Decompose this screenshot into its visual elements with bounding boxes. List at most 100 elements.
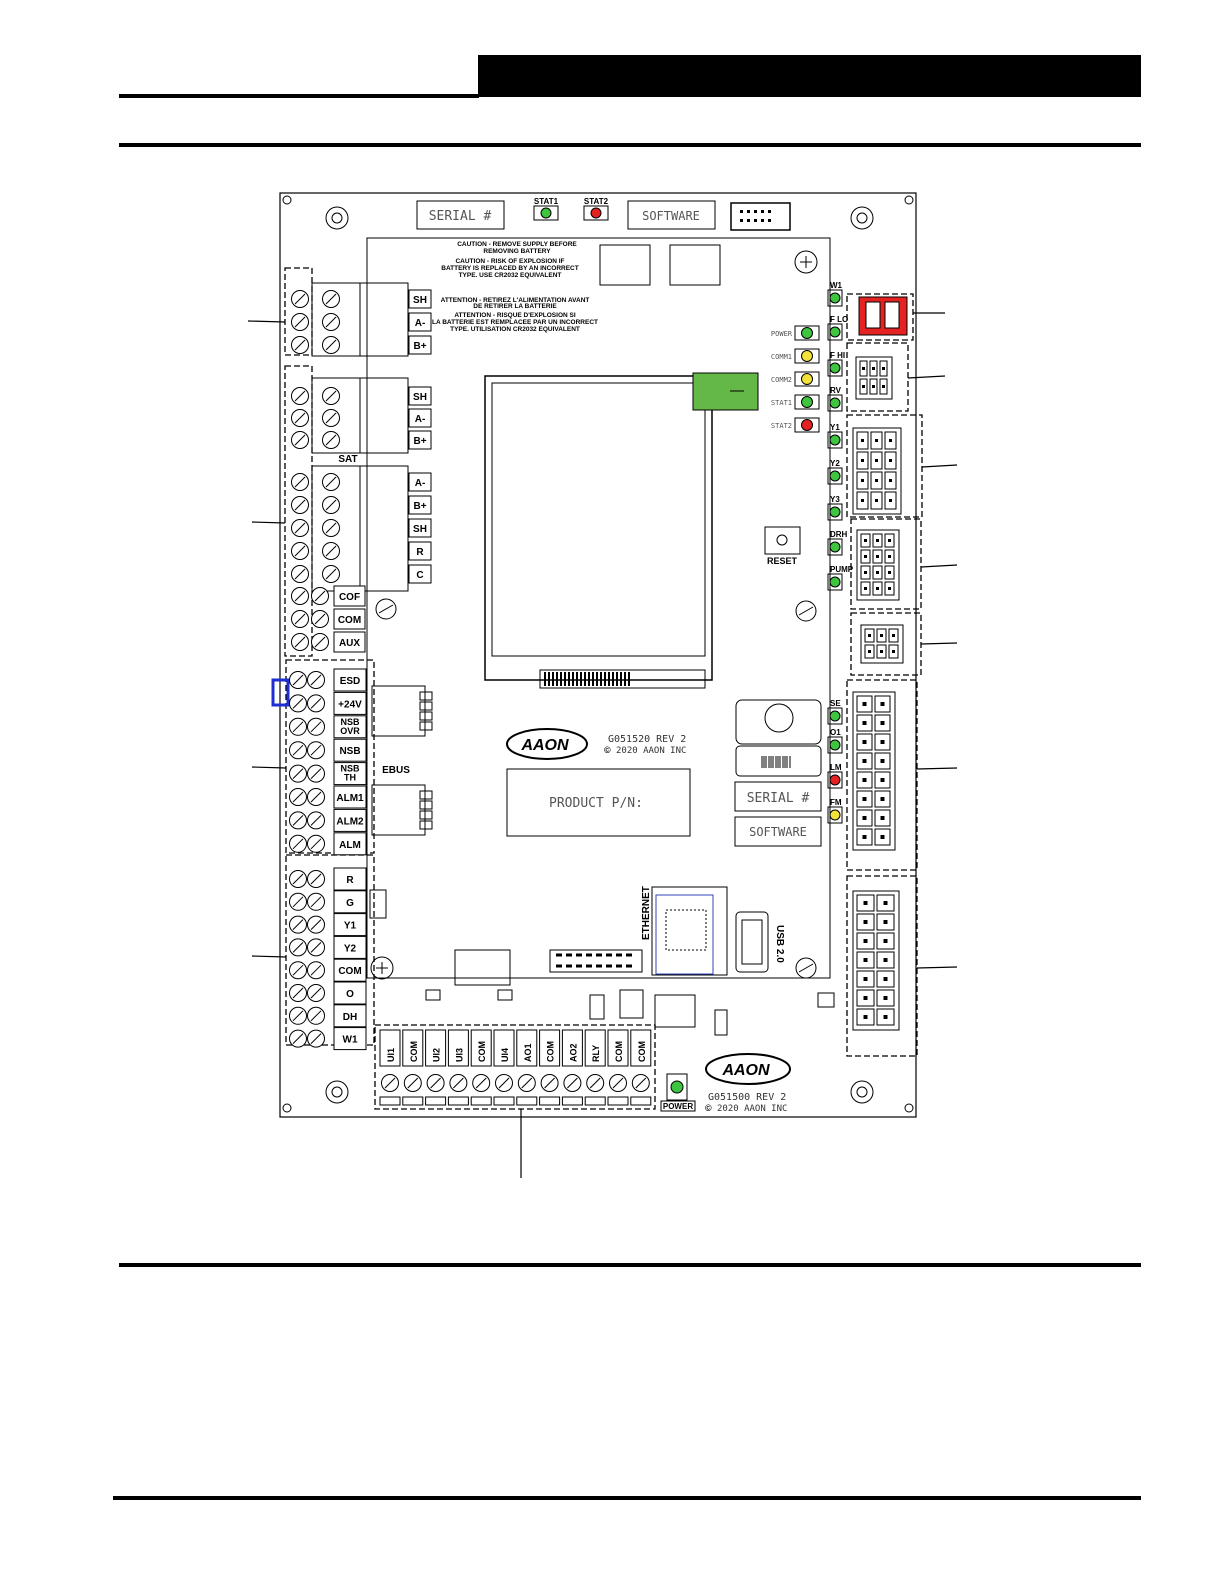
connector-pin-dot — [863, 958, 868, 962]
terminal-screw-slot — [314, 636, 326, 648]
terminal-screw-slot — [498, 1077, 510, 1089]
ethernet-jack — [651, 886, 728, 976]
terminal-screw-slot — [325, 499, 337, 511]
reset-button[interactable] — [764, 526, 801, 555]
connector-pin — [884, 431, 897, 450]
usb-label: USB 2.0 — [774, 925, 785, 963]
terminal-label-box — [408, 289, 432, 309]
ethernet-jack-inner — [655, 894, 714, 975]
j6-pins — [740, 210, 771, 222]
connector-pin — [856, 491, 869, 510]
right-led-frame — [827, 359, 843, 377]
molex-connector — [860, 624, 904, 664]
terminal-label-box — [333, 785, 367, 809]
connector-pin-dot — [889, 499, 892, 502]
connector-pin — [869, 360, 878, 377]
connector-pin — [864, 644, 875, 659]
aaon-logo-bottom — [705, 1053, 791, 1085]
terminal-screw-slot — [310, 1010, 322, 1022]
connector-pin-dot — [880, 759, 885, 763]
terminal-screw-slot — [325, 293, 337, 305]
serial-silk-box — [416, 200, 505, 230]
right-led-frame — [827, 394, 843, 412]
terminal-screw-slot — [292, 721, 304, 733]
terminal-screw-slot — [310, 674, 322, 686]
connector-pin — [856, 932, 875, 950]
terminal-label-box — [408, 430, 432, 450]
stat2-top-led-frame — [583, 205, 609, 221]
right-led-label: Y3 — [830, 495, 840, 504]
terminal-label: DH — [343, 1012, 357, 1023]
terminal-label: ESD — [340, 676, 361, 687]
right-led-label: F LO — [830, 315, 848, 324]
terminal-screw-slot — [292, 768, 304, 779]
right-led-label: FM — [830, 798, 842, 807]
terminal-slot — [516, 1096, 538, 1106]
bottom-terminal-label-box — [607, 1029, 629, 1067]
connector-pin-dot — [883, 939, 888, 943]
j6-connector — [371, 784, 426, 836]
connector-pin-dot — [889, 479, 892, 482]
connector-pin-dot — [875, 459, 878, 462]
status-led-frame — [794, 348, 820, 364]
aaon-logo-top — [506, 728, 588, 760]
right-led-frame — [827, 736, 843, 754]
terminal-slot — [584, 1096, 606, 1106]
connector-pin-dot — [883, 920, 888, 924]
connector-pin-dot — [868, 634, 871, 637]
copy-top: 2020 AAON INC — [616, 746, 686, 756]
terminal-slot — [561, 1096, 583, 1106]
connector-pin — [879, 378, 888, 395]
connector-pin-dot — [862, 816, 867, 820]
right-led-label: RV — [830, 386, 842, 395]
right-led — [829, 576, 841, 588]
connector-pin-dot — [888, 587, 891, 590]
terminal-screw-slot — [310, 721, 322, 733]
terminal-label-box — [333, 808, 367, 832]
left-terminal-blocks: SHA-B+SHA-B+A-B+SHRCCOFCOMAUXESD+24VNSBO… — [289, 282, 432, 1051]
right-led — [829, 470, 841, 482]
connector-pin — [874, 809, 891, 827]
inner-board-outline — [366, 237, 831, 979]
connector-pin-dot — [889, 459, 892, 462]
terminal-label-box — [333, 1004, 367, 1028]
connector-pin — [856, 733, 873, 751]
connector-pin — [874, 752, 891, 770]
terminal-label: B+ — [413, 436, 426, 447]
terminal-label: R — [346, 875, 354, 886]
connector-pin — [856, 695, 873, 713]
terminal-screw-slot — [294, 545, 306, 557]
terminal-slot — [607, 1096, 629, 1106]
terminal-label: COM — [338, 966, 361, 977]
terminal-label: NSB — [340, 764, 360, 774]
connector-pin-dot — [876, 555, 879, 558]
terminal-label: NSB — [340, 717, 360, 727]
connector-pin-dot — [875, 499, 878, 502]
connector-pin — [860, 581, 871, 596]
connector-pin — [856, 752, 873, 770]
terminal-label-box — [333, 762, 367, 786]
connector-pin-dot — [892, 634, 895, 637]
terminal-screw-slot — [294, 590, 306, 602]
processor-module-inner — [491, 382, 706, 657]
screw-icons — [370, 250, 818, 980]
connector-pin-dot — [880, 634, 883, 637]
bottom-terminal-label: COM — [546, 1041, 556, 1062]
connector-j1 — [599, 244, 651, 286]
switch-toggle — [884, 301, 900, 329]
product-pn-label: PRODUCT P/N: — [549, 796, 643, 811]
terminal-screw-slot — [384, 1077, 396, 1089]
connector-pin — [874, 714, 891, 732]
right-led — [829, 292, 841, 304]
terminal-screw-slot — [325, 545, 337, 557]
connector-pin-dot — [882, 367, 885, 370]
caution-line: BATTERY IS REPLACED BY AN INCORRECT — [441, 265, 579, 272]
connector-pin-dot — [863, 920, 868, 924]
right-led-frame — [827, 573, 843, 591]
terminal-label-box — [333, 691, 367, 715]
terminal-screw-slot — [325, 339, 337, 351]
connector-pin-dot — [861, 439, 864, 442]
terminal-label-box — [333, 1027, 367, 1051]
